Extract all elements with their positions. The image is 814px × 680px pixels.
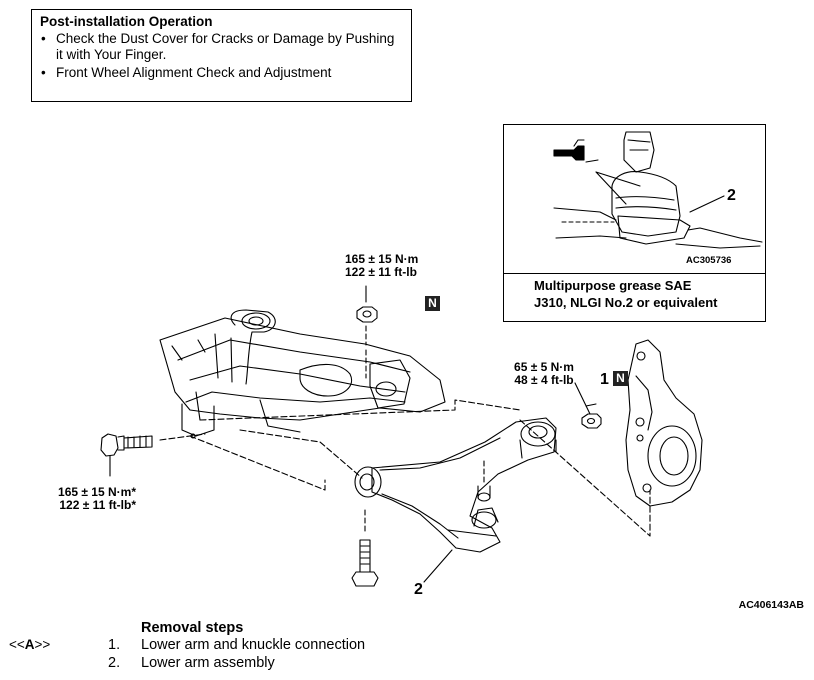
step-number: 2.: [108, 655, 121, 671]
torque-ftlb: 122 ± 11 ft-lb: [345, 265, 417, 279]
top-nut-drawing: [356, 285, 378, 379]
torque-right-label: 65 ± 5 N·m 48 ± 4 ft-lb: [504, 361, 584, 387]
removal-steps-title: Removal steps: [141, 620, 244, 636]
crossmember-drawing: [159, 309, 446, 437]
inset-divider: [504, 273, 765, 274]
knuckle-nut-drawing: [581, 403, 602, 429]
post-installation-note: Post-installation Operation Check the Du…: [31, 9, 412, 102]
callout-2: 2: [414, 581, 423, 598]
torque-left-label: 165 ± 15 N·m* 122 ± 11 ft-lb*: [38, 486, 136, 512]
step-text: Lower arm and knuckle connection: [141, 637, 366, 653]
torque-leader: [574, 382, 591, 415]
callout-1: 1: [600, 371, 609, 388]
torque-nm: 165 ± 15 N·m*: [58, 485, 136, 499]
grease-spec: Multipurpose grease SAE J310, NLGI No.2 …: [534, 277, 754, 311]
grease-line: Multipurpose grease SAE: [534, 278, 692, 293]
grease-line: J310, NLGI No.2 or equivalent: [534, 295, 718, 310]
figure-code: AC406143AB: [738, 599, 804, 611]
lower-arm-drawing: [354, 417, 557, 553]
alignment-line: [199, 399, 521, 421]
inset-figure-code: AC305736: [686, 255, 732, 266]
torque-nm: 165 ± 15 N·m: [345, 252, 419, 266]
note-list: Check the Dust Cover for Cracks or Damag…: [40, 31, 403, 81]
note-item: Front Wheel Alignment Check and Adjustme…: [40, 65, 403, 81]
ref-open: <<: [9, 637, 25, 652]
knuckle-drawing: [625, 339, 703, 507]
torque-nm: 65 ± 5 N·m: [514, 360, 574, 374]
alignment-line: [239, 429, 363, 479]
bottom-bolt-drawing: [351, 509, 379, 587]
torque-top-label: 165 ± 15 N·m 122 ± 11 ft-lb: [345, 252, 419, 279]
ref-letter: A: [24, 637, 35, 652]
grease-inset: 2 AC305736 Multipurpose grease SAE J310,…: [503, 124, 766, 322]
step-text: Lower arm assembly: [141, 655, 275, 671]
left-bolt-drawing: [100, 433, 206, 477]
alignment-line: [519, 419, 651, 537]
ref-close: >>: [34, 637, 51, 652]
inset-callout-2: 2: [727, 187, 736, 204]
note-heading: Post-installation Operation: [40, 14, 213, 29]
alignment-line: [189, 435, 326, 491]
new-part-badge: N: [613, 371, 628, 386]
step-reference: <<A>>: [9, 637, 50, 652]
callout-2-leader: [423, 549, 453, 583]
new-part-badge: N: [425, 296, 440, 311]
inset-balljoint-drawing: [553, 131, 763, 249]
note-item: Check the Dust Cover for Cracks or Damag…: [40, 31, 403, 63]
step-number: 1.: [108, 637, 121, 653]
torque-ftlb: 48 ± 4 ft-lb: [514, 373, 574, 387]
torque-ftlb: 122 ± 11 ft-lb*: [59, 498, 136, 512]
